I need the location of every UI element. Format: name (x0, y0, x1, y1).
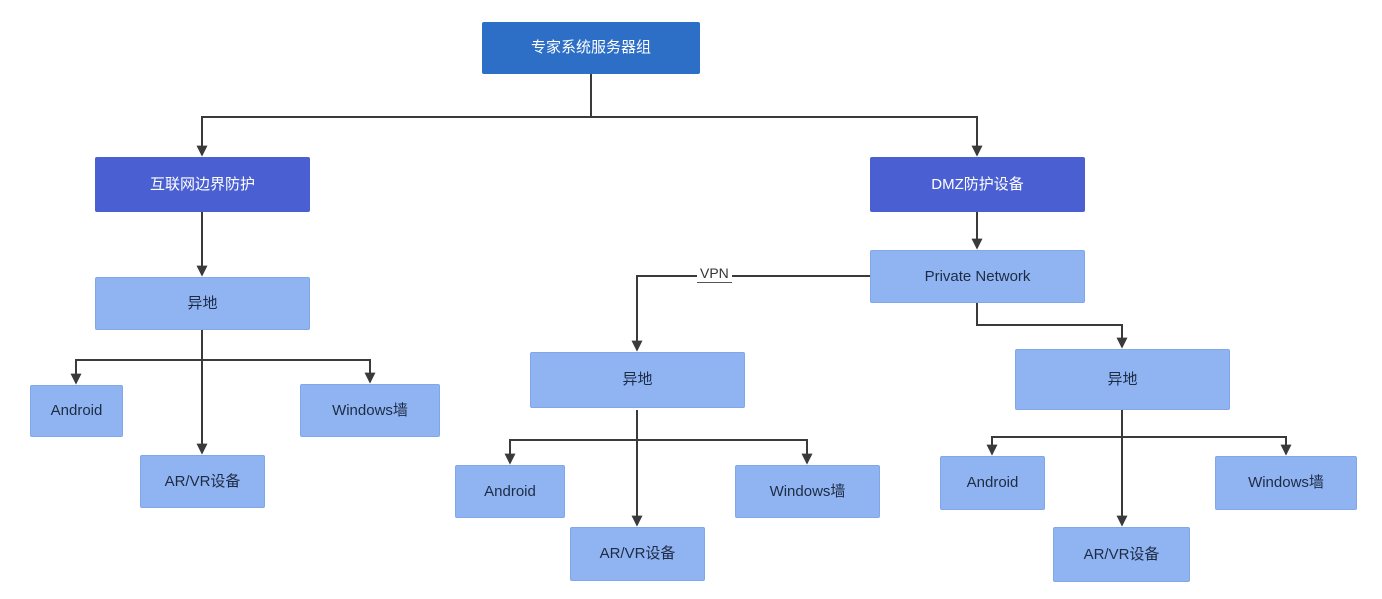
edge-root-to-dmz (590, 74, 983, 157)
node-private-network: Private Network (870, 250, 1085, 303)
node-remote-site-left: 异地 (95, 277, 310, 330)
node-android-right: Android (940, 456, 1045, 510)
edge-remote-right-to-windows (1121, 410, 1292, 456)
node-expert-system-server-group: 专家系统服务器组 (482, 22, 700, 74)
edge-remote-right-to-android (986, 410, 1123, 456)
node-windows-wall-left: Windows墙 (300, 384, 440, 437)
node-arvr-device-mid: AR/VR设备 (570, 527, 705, 581)
node-remote-site-right: 异地 (1015, 349, 1230, 410)
edge-remote-left-to-windows (201, 330, 376, 384)
edge-private-network-to-remote-right (976, 303, 1128, 349)
node-remote-site-mid: 异地 (530, 352, 745, 408)
edge-remote-mid-to-android (504, 410, 638, 465)
node-arvr-device-left: AR/VR设备 (140, 455, 265, 508)
node-android-left: Android (30, 385, 123, 437)
edge-remote-left-to-android (70, 330, 203, 385)
node-internet-border-protection: 互联网边界防护 (95, 157, 310, 212)
node-dmz-protection-device: DMZ防护设备 (870, 157, 1085, 212)
edge-root-to-internet (196, 74, 592, 157)
node-windows-wall-right: Windows墙 (1215, 456, 1357, 510)
node-windows-wall-mid: Windows墙 (735, 465, 880, 518)
node-android-mid: Android (455, 465, 565, 518)
edge-remote-mid-to-windows (636, 410, 813, 465)
edge-vpn-to-remote-mid (631, 275, 870, 352)
vpn-edge-label: VPN (697, 264, 732, 283)
node-arvr-device-right: AR/VR设备 (1053, 527, 1190, 582)
